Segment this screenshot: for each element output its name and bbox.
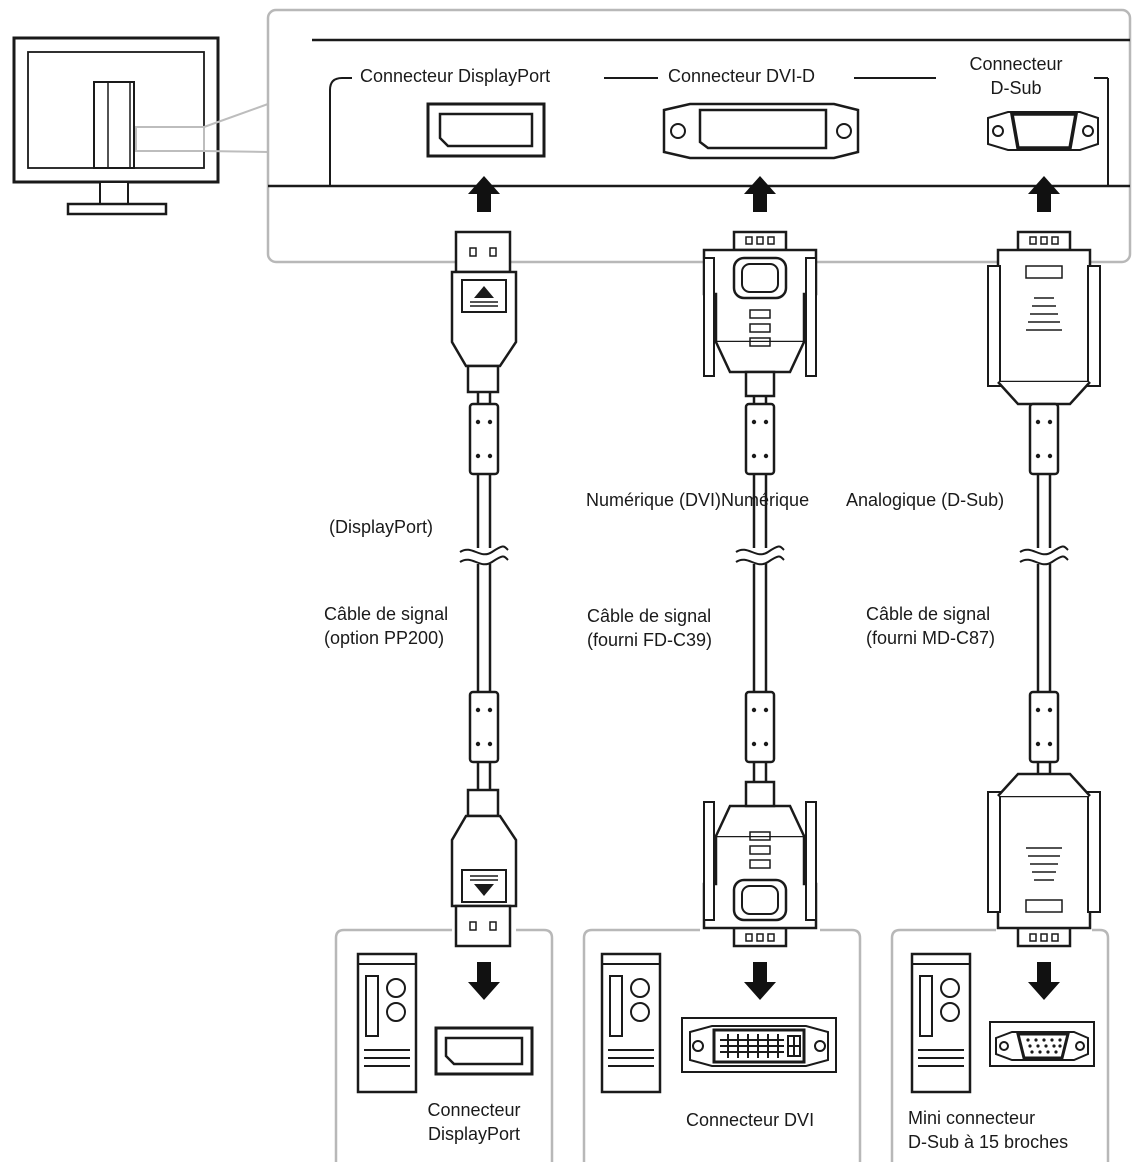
dsub-receptacle: [987, 111, 1099, 151]
ferrite-core-icon: [1028, 690, 1060, 764]
pc-tower-icon: [356, 952, 418, 1094]
cable-break-icon: [1019, 545, 1069, 566]
pc-dvi-label: Connecteur DVI: [686, 1110, 815, 1130]
ferrite-core-icon: [468, 402, 500, 476]
monitor-dsub-label-line1: Connecteur: [969, 54, 1063, 74]
cable-break-icon: [459, 545, 509, 566]
pc-displayport-label-line2: DisplayPort: [427, 1124, 521, 1144]
dp-signal-label: (DisplayPort): [329, 517, 434, 537]
ferrite-core-icon: [744, 402, 776, 476]
pc-dsub-label-line1: Mini connecteur: [908, 1108, 1036, 1128]
dsub-signal-label: Analogique (D-Sub): [846, 490, 1005, 510]
dsub-plug-bottom-icon: [986, 772, 1102, 948]
dvi-plug-bottom-icon: [702, 780, 818, 948]
dsub-cable-label: Câble de signal (fourni MD-C87): [866, 602, 995, 650]
monitor-dvi-label: Connecteur DVI-D: [668, 66, 816, 86]
arrow-down-icon: [744, 962, 776, 1000]
dvi-cable-label-line1: Câble de signal: [587, 606, 712, 626]
pc-dsub-label: Mini connecteur D-Sub à 15 broches: [908, 1106, 1068, 1154]
pc-tower-icon: [600, 952, 662, 1094]
dvi-signal-label: Numérique (DVI)Numérique: [586, 490, 810, 510]
dvi-cable-label-line2: (fourni FD-C39): [587, 630, 713, 650]
pc-displayport-label-line1: Connecteur: [427, 1100, 521, 1120]
monitor-dsub-label: Connecteur D-Sub: [956, 52, 1076, 100]
pc-displayport-label: Connecteur DisplayPort: [404, 1098, 544, 1146]
monitor-displayport-label: Connecteur DisplayPort: [360, 66, 551, 86]
dp-cable-label-line2: (option PP200): [324, 628, 445, 648]
displayport-receptacle: [426, 102, 546, 158]
pc-tower-icon: [910, 952, 972, 1094]
pc-panel-dsub: [890, 928, 1110, 1162]
pc-panel-displayport: [334, 928, 554, 1162]
ferrite-core-icon: [1028, 402, 1060, 476]
dvi-cable: [702, 176, 818, 948]
dvi-plug-top-icon: [702, 230, 818, 398]
dsub-cable-label-line1: Câble de signal: [866, 604, 991, 624]
arrow-down-icon: [1028, 962, 1060, 1000]
ferrite-core-icon: [744, 690, 776, 764]
dp-cable-label-line1: Câble de signal: [324, 604, 449, 624]
dsub-plug-top-icon: [986, 230, 1102, 406]
cable-break-icon: [735, 545, 785, 566]
pc-panel-dvi: [582, 928, 862, 1162]
monitor-icon: [12, 36, 269, 216]
ferrite-core-icon: [468, 690, 500, 764]
dsub-cable: [986, 176, 1102, 948]
arrow-down-icon: [468, 962, 500, 1000]
dp-cable-label: Câble de signal (option PP200): [324, 602, 448, 650]
dvi-d-receptacle: [662, 102, 860, 160]
displayport-cable: [450, 176, 518, 948]
pc-dsub-label-line2: D-Sub à 15 broches: [908, 1132, 1069, 1152]
monitor-dsub-label-line2: D-Sub: [990, 78, 1042, 98]
dvi-cable-label: Câble de signal (fourni FD-C39): [587, 604, 712, 652]
dsub-cable-label-line2: (fourni MD-C87): [866, 628, 996, 648]
